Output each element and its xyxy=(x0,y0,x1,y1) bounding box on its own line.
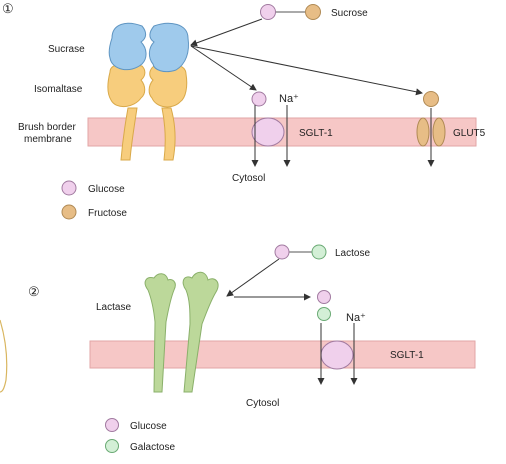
lactose-molecule xyxy=(274,244,327,260)
glut5-label: GLUT5 xyxy=(453,128,486,139)
glut5-transporter xyxy=(416,117,446,147)
cytosol-label-1: Cytosol xyxy=(232,173,265,184)
sglt1-label-1: SGLT-1 xyxy=(299,128,333,139)
glucose-molecule-2 xyxy=(317,290,331,304)
legend-glucose-label-1: Glucose xyxy=(88,184,125,195)
lactose-to-lactase-arrow xyxy=(226,258,280,297)
cytosol-label-2: Cytosol xyxy=(246,398,279,409)
legend-glucose-swatch-2 xyxy=(105,418,119,432)
sucrose-fructose-unit xyxy=(305,4,321,20)
panel-1-number: ① xyxy=(2,1,14,16)
sucrase-label: Sucrase xyxy=(48,44,85,55)
membrane-label-line2: membrane xyxy=(24,134,72,145)
lactase-enzyme xyxy=(144,271,219,393)
fructose-molecule-1 xyxy=(423,91,439,107)
legend-galactose-label: Galactose xyxy=(130,442,175,453)
fructose-release-arrow xyxy=(190,45,423,96)
sucrose-molecule xyxy=(260,4,321,20)
lactose-glucose-unit xyxy=(274,244,290,260)
na-label-2: Na⁺ xyxy=(346,312,366,324)
legend-galactose-swatch xyxy=(105,439,119,453)
sucrose-to-sucrase-arrow xyxy=(190,18,263,47)
legend-fructose-swatch xyxy=(61,204,77,220)
sucrase-enzyme xyxy=(108,22,189,73)
isomaltase-enzyme xyxy=(107,63,188,161)
lactose-label: Lactose xyxy=(335,248,370,259)
legend-fructose-label: Fructose xyxy=(88,208,127,219)
lactase-label: Lactase xyxy=(96,302,131,313)
glucose-molecule-1 xyxy=(251,91,267,107)
edge-artifact xyxy=(0,319,8,393)
na-label-1: Na⁺ xyxy=(279,93,299,105)
sglt1-label-2: SGLT-1 xyxy=(390,350,424,361)
sglt1-transporter-1 xyxy=(251,117,285,147)
legend-glucose-swatch-1 xyxy=(61,180,77,196)
glucose-release-arrow xyxy=(190,45,257,91)
panel-2-number: ② xyxy=(28,284,40,299)
sucrose-label: Sucrose xyxy=(331,8,368,19)
legend-glucose-label-2: Glucose xyxy=(130,421,167,432)
membrane-label-line1: Brush border xyxy=(18,122,76,133)
lactose-galactose-unit xyxy=(311,244,327,260)
sucrose-glucose-unit xyxy=(260,4,276,20)
sglt1-transporter-2 xyxy=(320,340,354,370)
isomaltase-label: Isomaltase xyxy=(34,84,83,95)
galactose-molecule xyxy=(317,307,331,321)
